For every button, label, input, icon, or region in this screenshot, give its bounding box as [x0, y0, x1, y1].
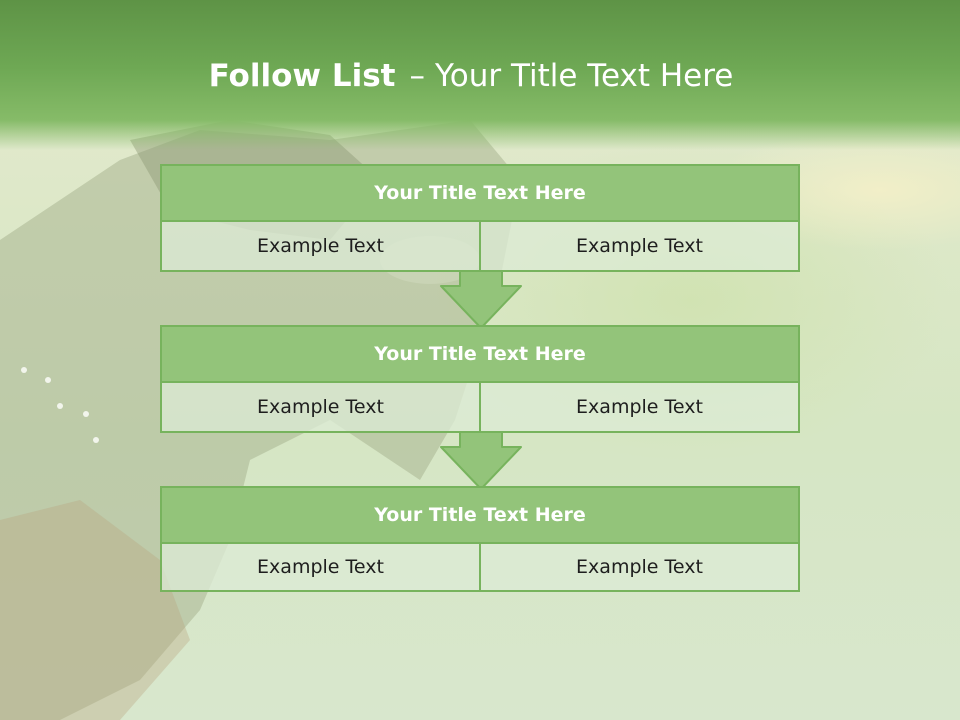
step-box-1: Your Title Text Here Example Text Exampl…: [160, 164, 800, 272]
step-2-left-text: Example Text: [257, 396, 384, 418]
title-dash: –: [409, 58, 425, 94]
down-arrow-icon: [440, 431, 522, 490]
step-2-right-text: Example Text: [479, 383, 798, 431]
step-1-row: Example Text Example Text: [162, 222, 798, 270]
down-arrow-icon: [440, 270, 522, 329]
title-bar: [0, 0, 960, 150]
step-3-left-text: Example Text: [257, 556, 384, 578]
step-3-title: Your Title Text Here: [162, 488, 798, 544]
title-bold-part: Follow List: [208, 58, 396, 94]
step-1-right-text: Example Text: [479, 222, 798, 270]
step-3-right-text: Example Text: [479, 544, 798, 590]
slide-title: Follow List–Your Title Text Here: [0, 54, 942, 98]
step-1-title: Your Title Text Here: [162, 166, 798, 222]
title-subtitle-part: Your Title Text Here: [434, 58, 734, 94]
step-1-left-text: Example Text: [257, 235, 384, 257]
step-3-row: Example Text Example Text: [162, 544, 798, 590]
step-box-2: Your Title Text Here Example Text Exampl…: [160, 325, 800, 433]
step-2-title: Your Title Text Here: [162, 327, 798, 383]
step-2-row: Example Text Example Text: [162, 383, 798, 431]
step-box-3: Your Title Text Here Example Text Exampl…: [160, 486, 800, 592]
